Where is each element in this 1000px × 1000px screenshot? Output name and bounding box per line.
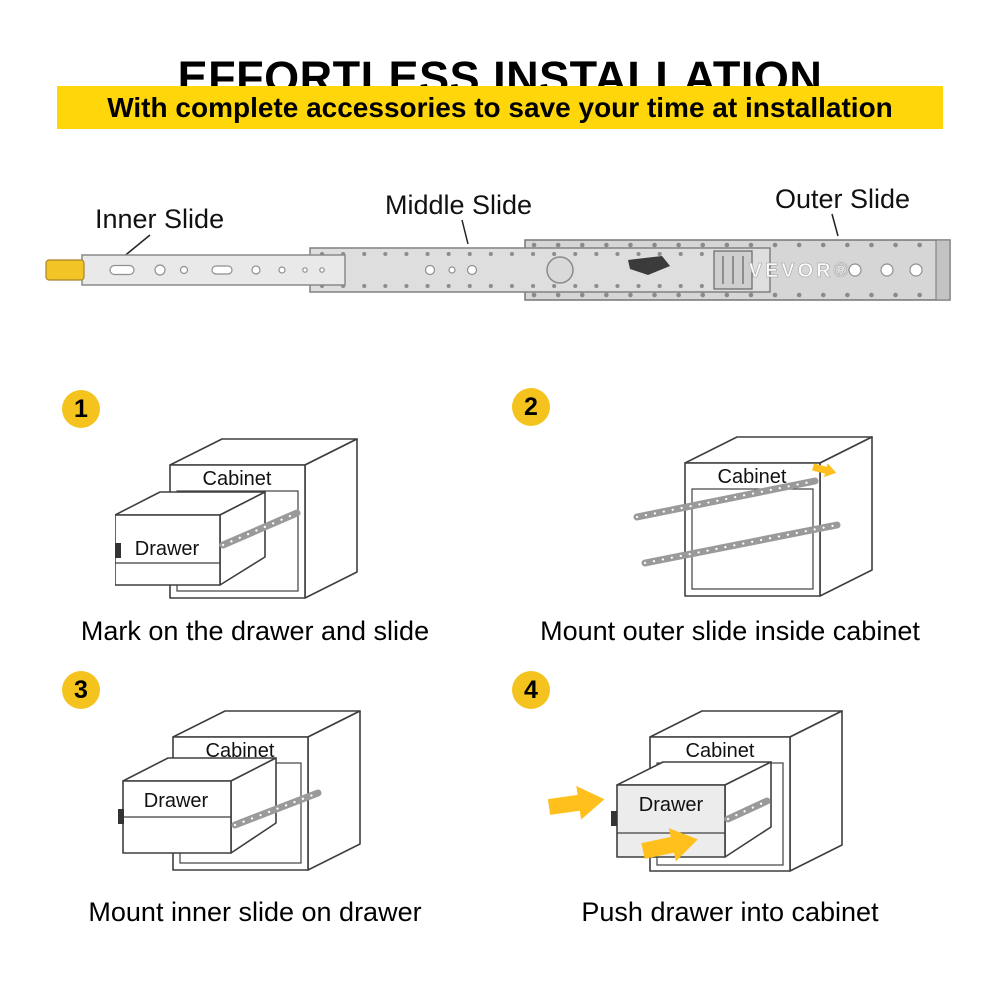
leader-line-inner (121, 234, 151, 259)
cabinet-label: Cabinet (686, 740, 755, 762)
leader-line-middle (461, 219, 469, 245)
drawer-label: Drawer (144, 790, 209, 812)
step-4-badge: 4 (512, 671, 550, 709)
subtitle-banner: With complete accessories to save your t… (57, 86, 943, 129)
step-1-caption: Mark on the drawer and slide (80, 616, 430, 646)
subtitle-text: With complete accessories to save your t… (107, 91, 893, 123)
outer-slide-upper (633, 477, 819, 521)
step-3-badge: 3 (62, 671, 100, 709)
step-2: 2 Cabinet Mount outer slide inside cabin… (495, 383, 965, 655)
step-4: 4 Cabinet Drawer Push drawer into (495, 663, 965, 948)
drawer-handle (115, 543, 121, 558)
drawer-handle (611, 811, 617, 826)
step-1: 1 Cabinet Drawer Mark on the drawer and … (40, 383, 470, 655)
outer-slide-label: Outer Slide (775, 184, 910, 214)
step-2-caption: Mount outer slide inside cabinet (540, 616, 920, 646)
push-arrow-icon (641, 828, 698, 862)
push-arrow-icon (547, 785, 605, 820)
step-4-caption: Push drawer into cabinet (581, 897, 879, 927)
cabinet-label: Cabinet (206, 740, 275, 762)
drawer-graphic (115, 491, 301, 586)
drawer-label: Drawer (135, 538, 200, 560)
step-3-illustration: Cabinet Drawer (118, 710, 361, 871)
step-3: 3 Cabinet Drawer Mount inner slide on dr… (40, 663, 470, 948)
outer-slide-lower (641, 521, 841, 567)
cabinet-label: Cabinet (203, 468, 272, 490)
slide-diagram: Inner Slide Middle Slide Outer Slide (45, 184, 951, 301)
step-2-illustration: Cabinet (633, 436, 873, 597)
cabinet-label: Cabinet (718, 466, 787, 488)
cabinet-graphic (684, 436, 873, 597)
outer-slide-holes (848, 263, 923, 277)
drawer-label: Drawer (639, 794, 704, 816)
step-1-illustration: Cabinet Drawer (115, 438, 358, 599)
inner-slide-label: Inner Slide (95, 204, 224, 234)
inner-slide-graphic (81, 254, 346, 286)
leader-line-outer (831, 213, 839, 237)
drawer-graphic (118, 757, 322, 854)
step-3-caption: Mount inner slide on drawer (88, 897, 422, 927)
step-4-illustration: Cabinet Drawer (547, 710, 843, 872)
slide-rail (219, 509, 301, 549)
drawer-handle (118, 809, 124, 824)
lock-lever (628, 250, 753, 290)
brand-text: VEVOR® (749, 260, 852, 282)
release-tab (45, 259, 85, 281)
middle-slide-label: Middle Slide (385, 190, 532, 220)
step-2-badge: 2 (512, 388, 550, 426)
step-1-badge: 1 (62, 390, 100, 428)
mount-arrow-icon (812, 463, 837, 478)
middle-slide-graphic (309, 247, 771, 293)
